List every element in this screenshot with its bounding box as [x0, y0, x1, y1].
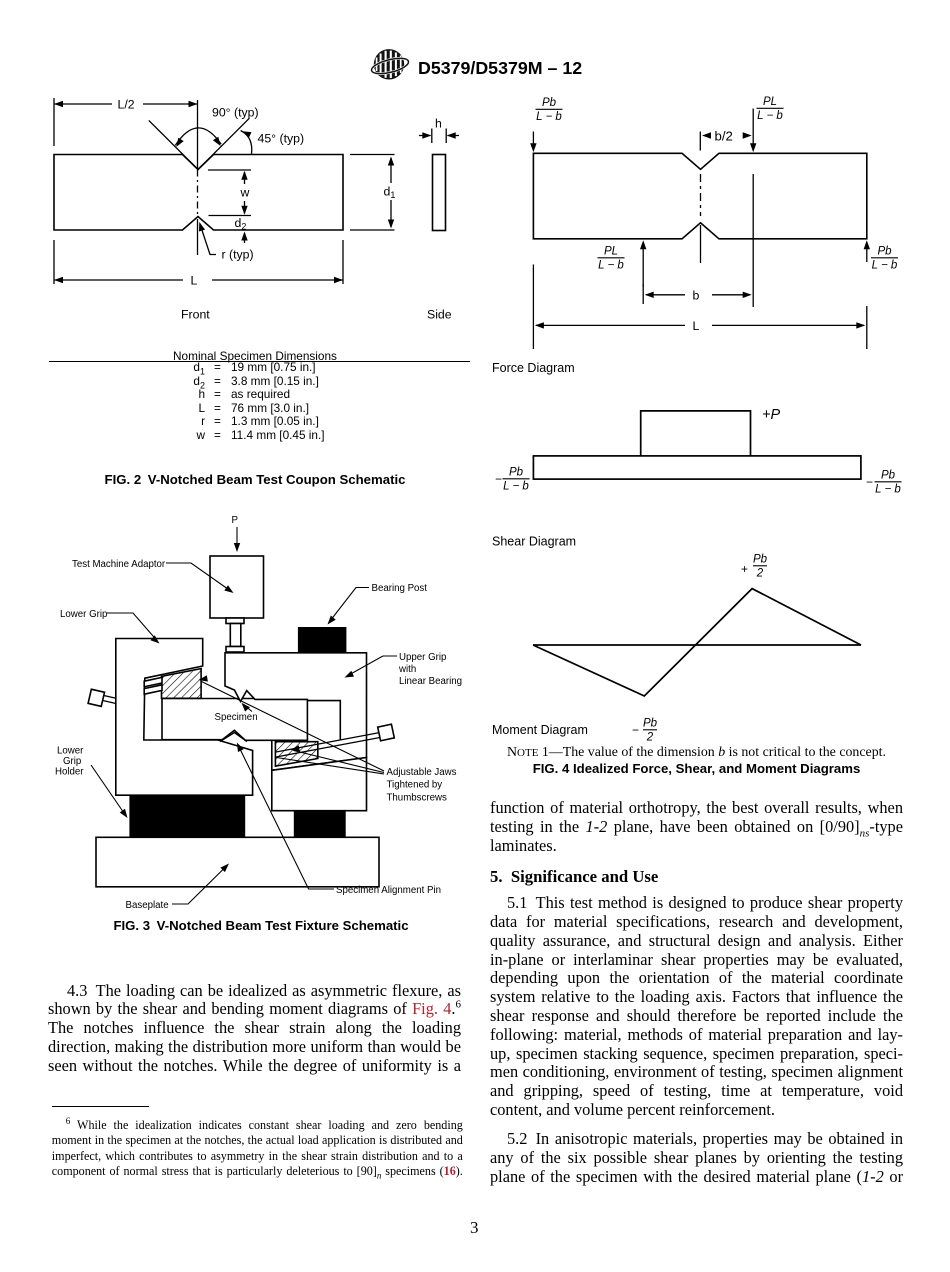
- svg-text:Upper Grip: Upper Grip: [399, 652, 446, 663]
- svg-text:L: L: [693, 319, 700, 333]
- svg-text:L − b: L − b: [536, 111, 562, 123]
- svg-text:Moment Diagram: Moment Diagram: [492, 723, 588, 737]
- svg-text:Pb: Pb: [509, 467, 524, 479]
- svg-text:Shear Diagram: Shear Diagram: [492, 535, 576, 549]
- svg-text:Lower: Lower: [57, 746, 84, 757]
- svg-text:Lower Grip: Lower Grip: [60, 609, 107, 620]
- svg-text:2: 2: [756, 568, 764, 580]
- svg-text:Tightened by: Tightened by: [387, 780, 443, 791]
- svg-text:d1: d1: [384, 185, 396, 201]
- svg-text:Thumbscrews: Thumbscrews: [387, 793, 447, 804]
- svg-text:−: −: [866, 475, 873, 489]
- svg-text:r (typ): r (typ): [222, 248, 254, 262]
- svg-text:L − b: L − b: [503, 481, 529, 493]
- svg-text:2: 2: [646, 732, 654, 744]
- svg-text:Specimen: Specimen: [215, 712, 258, 723]
- svg-text:Specimen Alignment Pin: Specimen Alignment Pin: [336, 885, 441, 896]
- svg-text:+P: +P: [762, 407, 780, 423]
- svg-text:Side: Side: [427, 308, 452, 322]
- svg-text:Pb: Pb: [877, 246, 892, 258]
- svg-text:Front: Front: [181, 308, 210, 322]
- svg-text:h: h: [435, 117, 442, 131]
- svg-text:−: −: [495, 472, 502, 486]
- svg-text:L: L: [191, 274, 198, 288]
- svg-text:Linear Bearing: Linear Bearing: [399, 676, 462, 687]
- svg-text:Holder: Holder: [55, 767, 84, 778]
- svg-text:L/2: L/2: [118, 98, 135, 112]
- svg-text:Baseplate: Baseplate: [126, 900, 169, 911]
- svg-text:Pb: Pb: [643, 718, 658, 730]
- svg-text:Adjustable Jaws: Adjustable Jaws: [387, 767, 457, 778]
- svg-text:45° (typ): 45° (typ): [258, 132, 305, 146]
- svg-text:Pb: Pb: [542, 97, 557, 109]
- svg-text:b/2: b/2: [715, 129, 733, 144]
- svg-text:L − b: L − b: [757, 110, 783, 122]
- svg-text:PL: PL: [763, 96, 777, 108]
- svg-text:L − b: L − b: [598, 260, 624, 272]
- svg-text:d2: d2: [235, 216, 247, 232]
- svg-text:b: b: [693, 288, 700, 302]
- svg-text:PL: PL: [604, 246, 618, 258]
- svg-text:Pb: Pb: [881, 470, 896, 482]
- svg-text:Pb: Pb: [753, 554, 768, 566]
- svg-text:Bearing Post: Bearing Post: [372, 583, 428, 594]
- svg-text:Force Diagram: Force Diagram: [492, 361, 575, 375]
- svg-text:Test Machine Adaptor: Test Machine Adaptor: [72, 559, 166, 570]
- svg-text:−: −: [632, 723, 639, 737]
- svg-text:w: w: [240, 186, 250, 200]
- svg-text:with: with: [398, 664, 416, 675]
- svg-text:90° (typ): 90° (typ): [212, 106, 259, 120]
- svg-text:L − b: L − b: [875, 484, 901, 496]
- svg-text:L − b: L − b: [872, 260, 898, 272]
- svg-text:+: +: [741, 562, 748, 576]
- svg-text:Grip: Grip: [63, 756, 81, 767]
- svg-text:P: P: [232, 515, 238, 526]
